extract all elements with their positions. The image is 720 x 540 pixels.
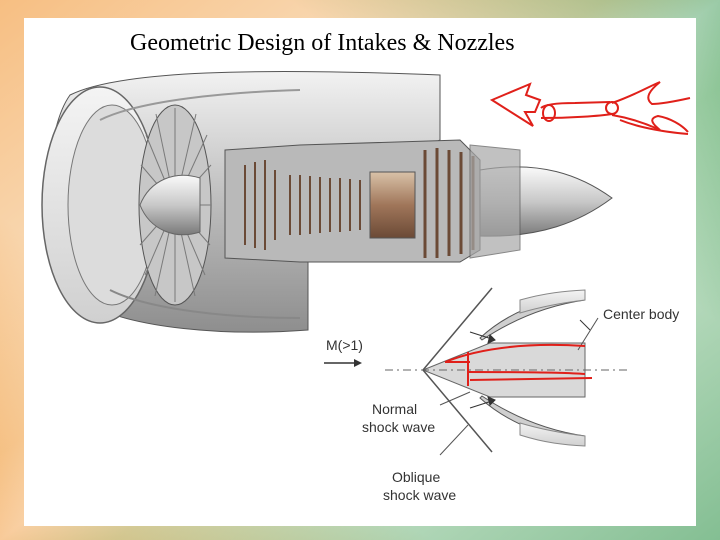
spinner	[139, 174, 201, 236]
red-sketch-missile	[489, 81, 691, 135]
label-normal-shock-1: Normal	[372, 401, 418, 417]
label-center-body: Center body	[603, 306, 680, 322]
label-oblique-shock-2: shock wave	[383, 487, 457, 503]
red-annotation-intake	[444, 343, 593, 386]
combustor	[369, 171, 416, 239]
shock-arrows	[469, 319, 591, 409]
turbine-stages	[423, 148, 475, 258]
compressor-stages	[244, 160, 361, 250]
label-normal-shock-2: shock wave	[362, 419, 436, 435]
label-mach: M(>1)	[326, 337, 363, 353]
oblique-shock-lower	[422, 369, 493, 453]
oblique-shock-upper	[422, 287, 493, 371]
label-oblique-shock-1: Oblique	[392, 469, 441, 485]
slide-title: Geometric Design of Intakes & Nozzles	[130, 30, 515, 56]
